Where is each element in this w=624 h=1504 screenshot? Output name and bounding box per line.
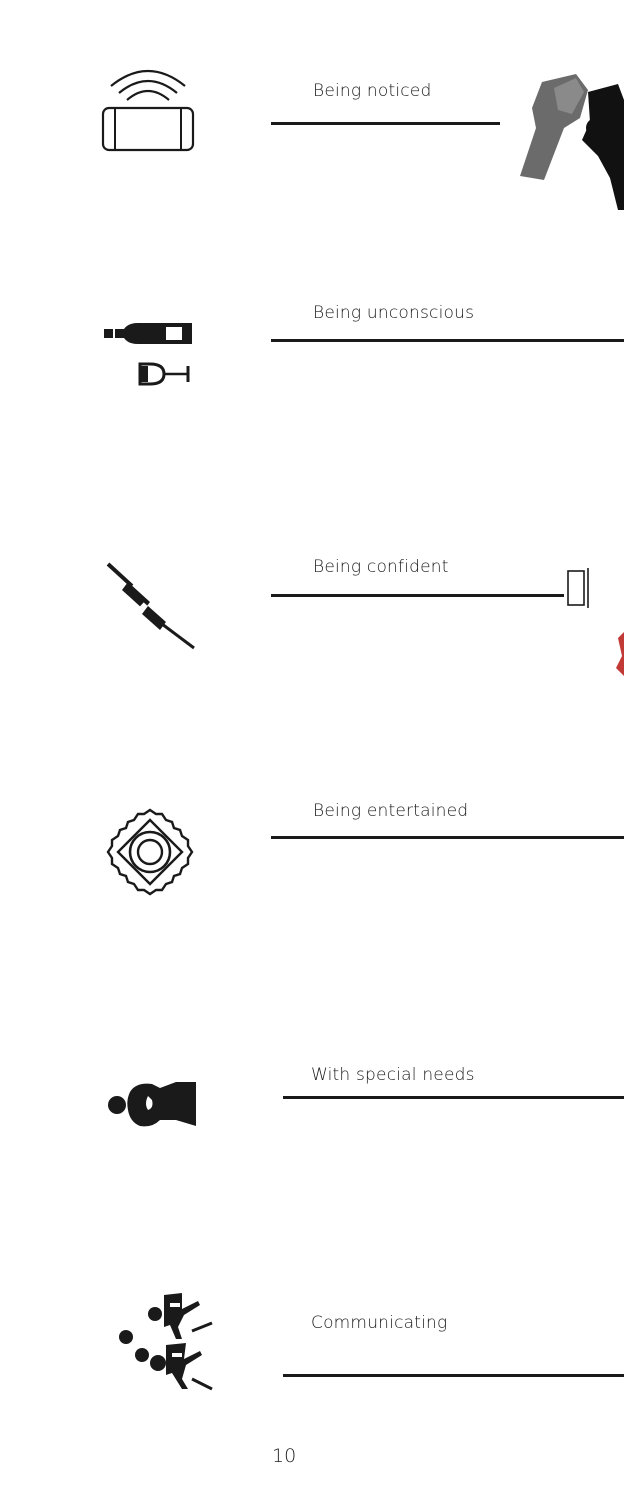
item-label: Being unconscious bbox=[313, 303, 475, 323]
door-sketch bbox=[567, 568, 624, 676]
divider-line bbox=[283, 1096, 624, 1099]
divider-line bbox=[271, 836, 624, 839]
divider-line bbox=[271, 594, 564, 597]
photographers-silhouette bbox=[520, 74, 624, 210]
condom-packet-icon bbox=[106, 808, 194, 896]
item-label: With special needs bbox=[311, 1065, 475, 1085]
item-label: Communicating bbox=[311, 1313, 448, 1333]
syringe-icon bbox=[106, 562, 195, 650]
phone-signal-icon bbox=[101, 69, 195, 152]
item-label: Being noticed bbox=[313, 81, 432, 101]
person-pregnant-icon bbox=[108, 1082, 196, 1127]
item-label: Being entertained bbox=[313, 801, 469, 821]
divider-line bbox=[271, 122, 500, 125]
page-number: 10 bbox=[272, 1445, 297, 1467]
bottle-glass-icon bbox=[104, 323, 192, 386]
item-label: Being confident bbox=[313, 557, 449, 577]
divider-line bbox=[271, 339, 624, 342]
conversation-people-icon bbox=[119, 1293, 213, 1391]
divider-line bbox=[283, 1374, 624, 1377]
